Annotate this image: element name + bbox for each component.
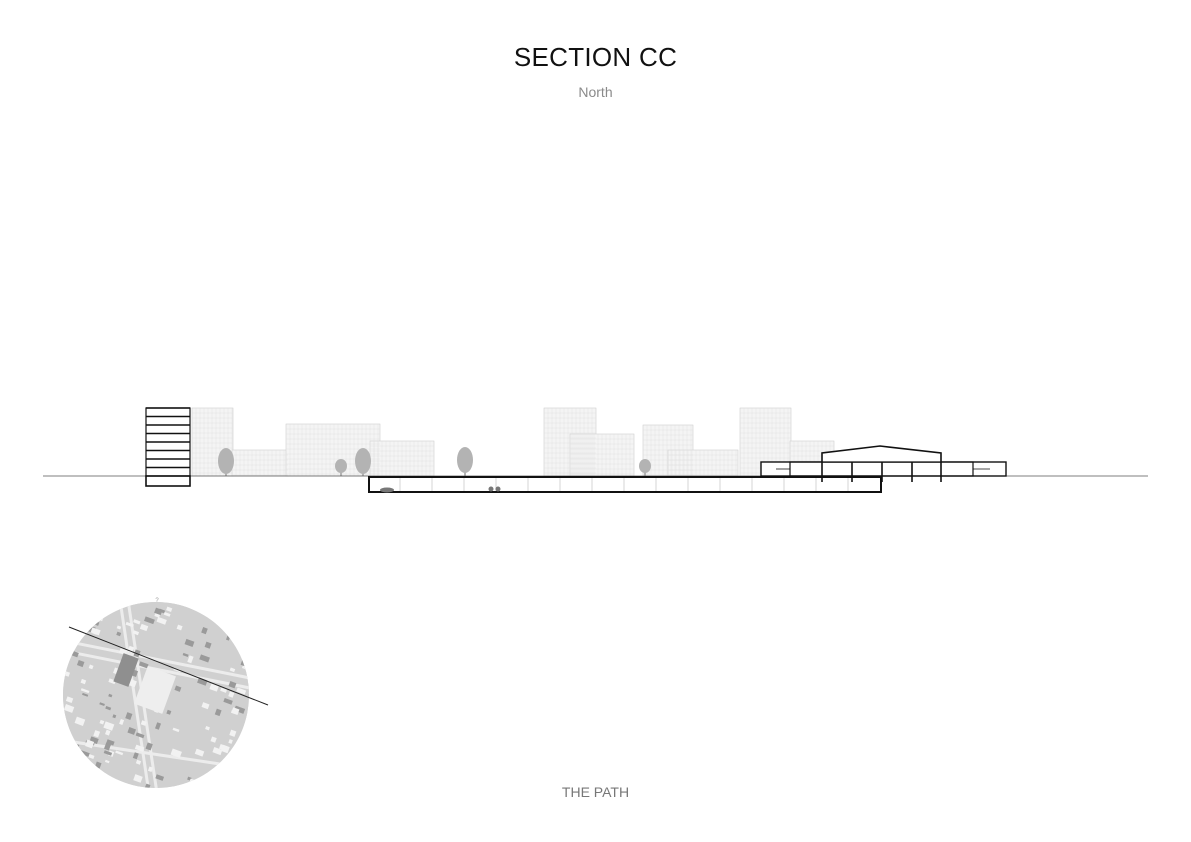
footer-caption: THE PATH — [561, 784, 630, 800]
vehicle-icon — [380, 487, 394, 493]
tree-icon — [355, 448, 371, 476]
tree-icon — [457, 447, 473, 476]
main-building-section — [760, 445, 1007, 493]
tree-icon — [639, 459, 651, 476]
north-mark-icon: ? — [155, 598, 159, 604]
orientation-label: North — [578, 84, 613, 100]
cut-tower — [145, 407, 191, 487]
person-icon — [488, 486, 494, 492]
section-cut-line — [68, 626, 269, 706]
underground-path — [368, 476, 882, 493]
context-window-grid — [192, 408, 834, 476]
tree-icon — [335, 459, 347, 476]
context-building — [667, 449, 739, 477]
tree-icon — [218, 448, 234, 476]
person-icon — [495, 486, 501, 492]
aerial-photo — [63, 602, 249, 788]
trees — [218, 447, 651, 476]
drawing-title: SECTION CC — [513, 42, 678, 72]
context-buildings — [191, 407, 835, 477]
